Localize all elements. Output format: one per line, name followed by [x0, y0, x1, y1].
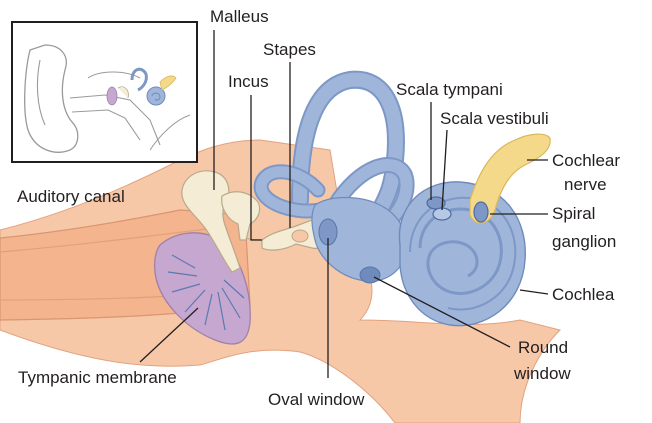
- spiral-ganglion-structure: [474, 202, 488, 222]
- label-malleus: Malleus: [210, 7, 269, 26]
- label-cochlea: Cochlea: [552, 285, 615, 304]
- label-cochlear-nerve-line1: Cochlear: [552, 151, 620, 170]
- label-cochlear-nerve-line2: nerve: [564, 175, 607, 194]
- round-window-structure: [360, 267, 380, 283]
- label-tympanic-membrane: Tympanic membrane: [18, 368, 177, 387]
- leader-cochlea: [520, 290, 548, 294]
- label-auditory-canal: Auditory canal: [17, 187, 125, 206]
- inset-ear-overview: [12, 22, 197, 162]
- label-oval-window: Oval window: [268, 390, 365, 409]
- label-scala-tympani: Scala tympani: [396, 80, 503, 99]
- label-round-window-line2: window: [513, 364, 571, 383]
- label-round-window-line1: Round: [518, 338, 568, 357]
- label-stapes: Stapes: [263, 40, 316, 59]
- label-spiral-ganglion-line1: Spiral: [552, 204, 595, 223]
- label-incus: Incus: [228, 72, 269, 91]
- cochlea-structure: [399, 182, 525, 326]
- label-spiral-ganglion-line2: ganglion: [552, 232, 616, 251]
- label-scala-vestibuli: Scala vestibuli: [440, 109, 549, 128]
